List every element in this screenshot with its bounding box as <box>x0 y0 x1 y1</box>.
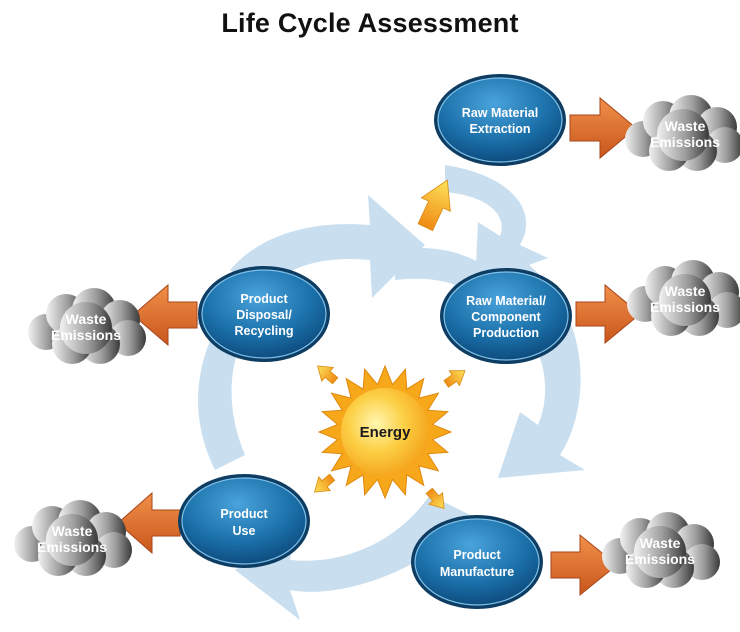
stage-product-disposal-recycling: Product Disposal/ Recycling <box>198 266 330 362</box>
waste-arrow-manufacture <box>550 533 618 597</box>
cloud-production: Waste Emissions <box>627 260 740 336</box>
cloud-label-line1: Waste <box>52 523 93 539</box>
waste-arrow-disposal <box>132 283 198 347</box>
energy-arrows <box>314 179 466 509</box>
stage-label-line1: Product <box>240 292 288 306</box>
cloud-use: Waste Emissions <box>14 500 132 576</box>
stage-label-line3: Recycling <box>234 324 293 338</box>
stage-label-line1: Product <box>220 507 268 521</box>
stage-label-line3: Production <box>473 326 539 340</box>
cloud-extraction: Waste Emissions <box>625 95 740 171</box>
cloud-disposal: Waste Emissions <box>28 288 146 364</box>
stage-label-line2: Manufacture <box>440 565 514 579</box>
stage-label-line2: Use <box>233 524 256 538</box>
stage-label-line1: Raw Material <box>462 106 538 120</box>
waste-arrows <box>117 96 641 597</box>
stage-raw-material-extraction: Raw Material Extraction <box>434 74 566 166</box>
energy-label: Energy <box>360 424 412 441</box>
cloud-label-line2: Emissions <box>37 539 107 555</box>
energy-arrow-to-production <box>443 370 466 388</box>
cycle-arrow-manufacture-to-use <box>235 495 470 620</box>
stage-label-line1: Product <box>453 548 501 562</box>
cloud-label-line1: Waste <box>665 283 706 299</box>
stage-product-manufacture: Product Manufacture <box>411 515 543 609</box>
waste-clouds: Waste Emissions Waste Emissions Waste Em… <box>14 95 740 588</box>
cloud-label-line2: Emissions <box>650 134 720 150</box>
cloud-label-line1: Waste <box>640 535 681 551</box>
cloud-label-line2: Emissions <box>650 299 720 315</box>
diagram-title: Life Cycle Assessment <box>221 8 519 38</box>
energy-arrow-to-use <box>314 473 336 493</box>
waste-arrow-production <box>575 283 641 345</box>
stage-raw-material-component-production: Raw Material/ Component Production <box>440 268 572 364</box>
waste-arrow-extraction <box>569 96 637 160</box>
cloud-label-line1: Waste <box>66 311 107 327</box>
stages: Raw Material Extraction Raw Material/ Co… <box>178 74 572 609</box>
energy-arrow-to-disposal <box>317 365 339 385</box>
stage-label-line2: Component <box>471 310 541 324</box>
energy-arrow-to-manufacture <box>425 487 445 509</box>
cloud-manufacture: Waste Emissions <box>602 512 720 588</box>
cloud-label-line2: Emissions <box>51 327 121 343</box>
cycle-arrow-extraction-to-production <box>445 165 548 285</box>
stage-label-line2: Disposal/ <box>236 308 292 322</box>
cloud-label-line2: Emissions <box>625 551 695 567</box>
stage-product-use: Product Use <box>178 474 310 568</box>
cloud-label-line1: Waste <box>665 118 706 134</box>
energy-arrow-to-extraction <box>417 179 451 232</box>
waste-arrow-use <box>117 491 181 555</box>
energy-sun: Energy <box>317 364 453 500</box>
stage-label-line2: Extraction <box>469 122 530 136</box>
stage-label-line1: Raw Material/ <box>466 294 546 308</box>
